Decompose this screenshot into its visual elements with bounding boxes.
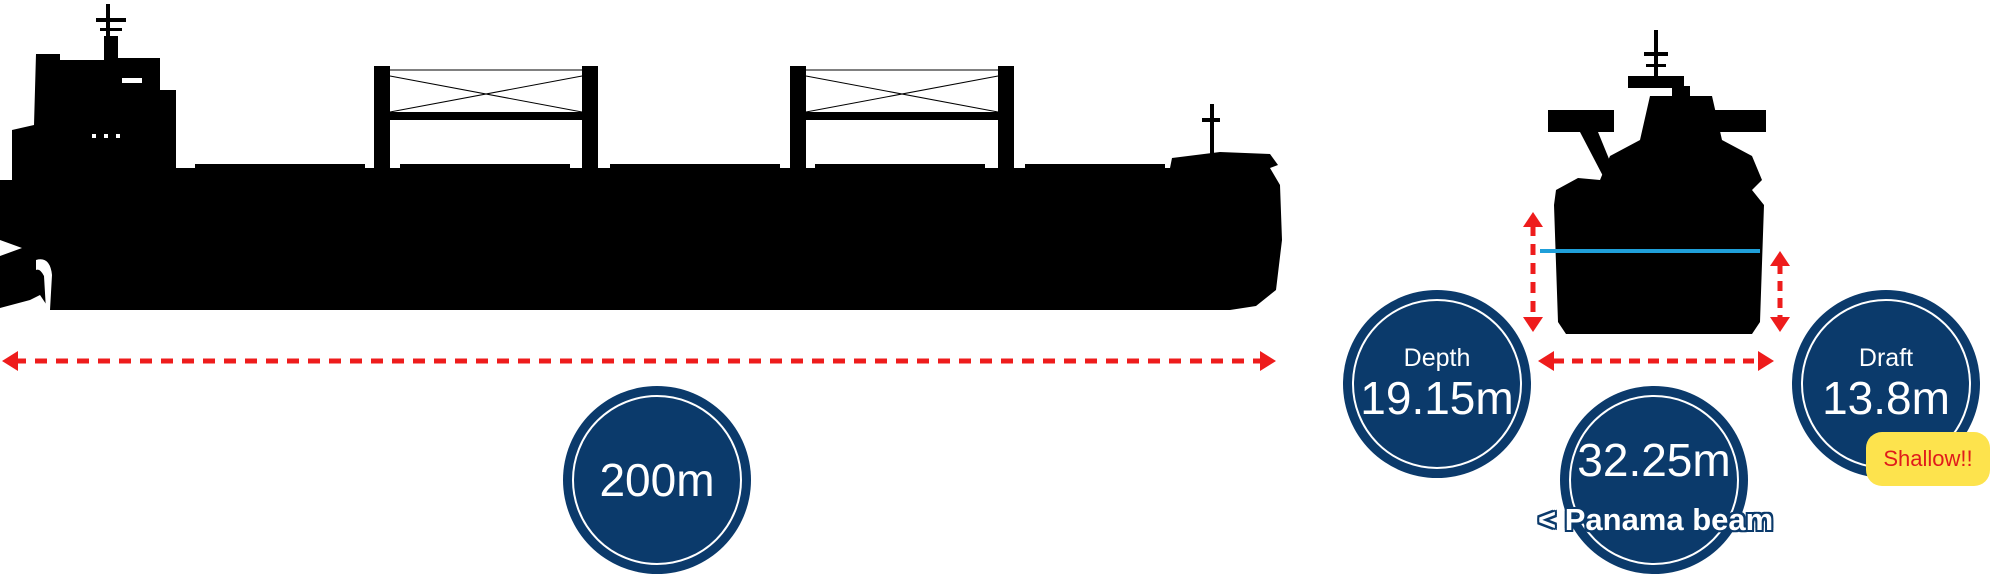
draft-arrow bbox=[1770, 251, 1790, 332]
stern-details bbox=[0, 78, 142, 310]
depth-label: Depth bbox=[1403, 344, 1471, 372]
beam-note: < Panama beam bbox=[1538, 502, 1774, 537]
ship-front-silhouette bbox=[1548, 30, 1766, 334]
depth-arrow bbox=[1523, 212, 1543, 332]
shallow-warning-tag: Shallow!! bbox=[1866, 432, 1990, 486]
length-badge: 200m bbox=[563, 386, 751, 574]
ship-side-silhouette bbox=[0, 4, 1282, 310]
depth-badge-ring bbox=[1352, 299, 1522, 469]
depth-value: 19.15m bbox=[1360, 372, 1514, 424]
beam-value: 32.25m bbox=[1577, 434, 1731, 486]
beam-arrow bbox=[1538, 351, 1774, 371]
length-value: 200m bbox=[599, 454, 715, 506]
length-arrow bbox=[2, 351, 1276, 371]
draft-label: Draft bbox=[1858, 344, 1914, 372]
depth-badge: Depth 19.15m bbox=[1343, 290, 1531, 478]
draft-value: 13.8m bbox=[1822, 372, 1950, 424]
beam-badge: 32.25m bbox=[1560, 386, 1748, 574]
length-badge-ring bbox=[572, 395, 742, 565]
beam-badge-ring bbox=[1569, 395, 1739, 565]
